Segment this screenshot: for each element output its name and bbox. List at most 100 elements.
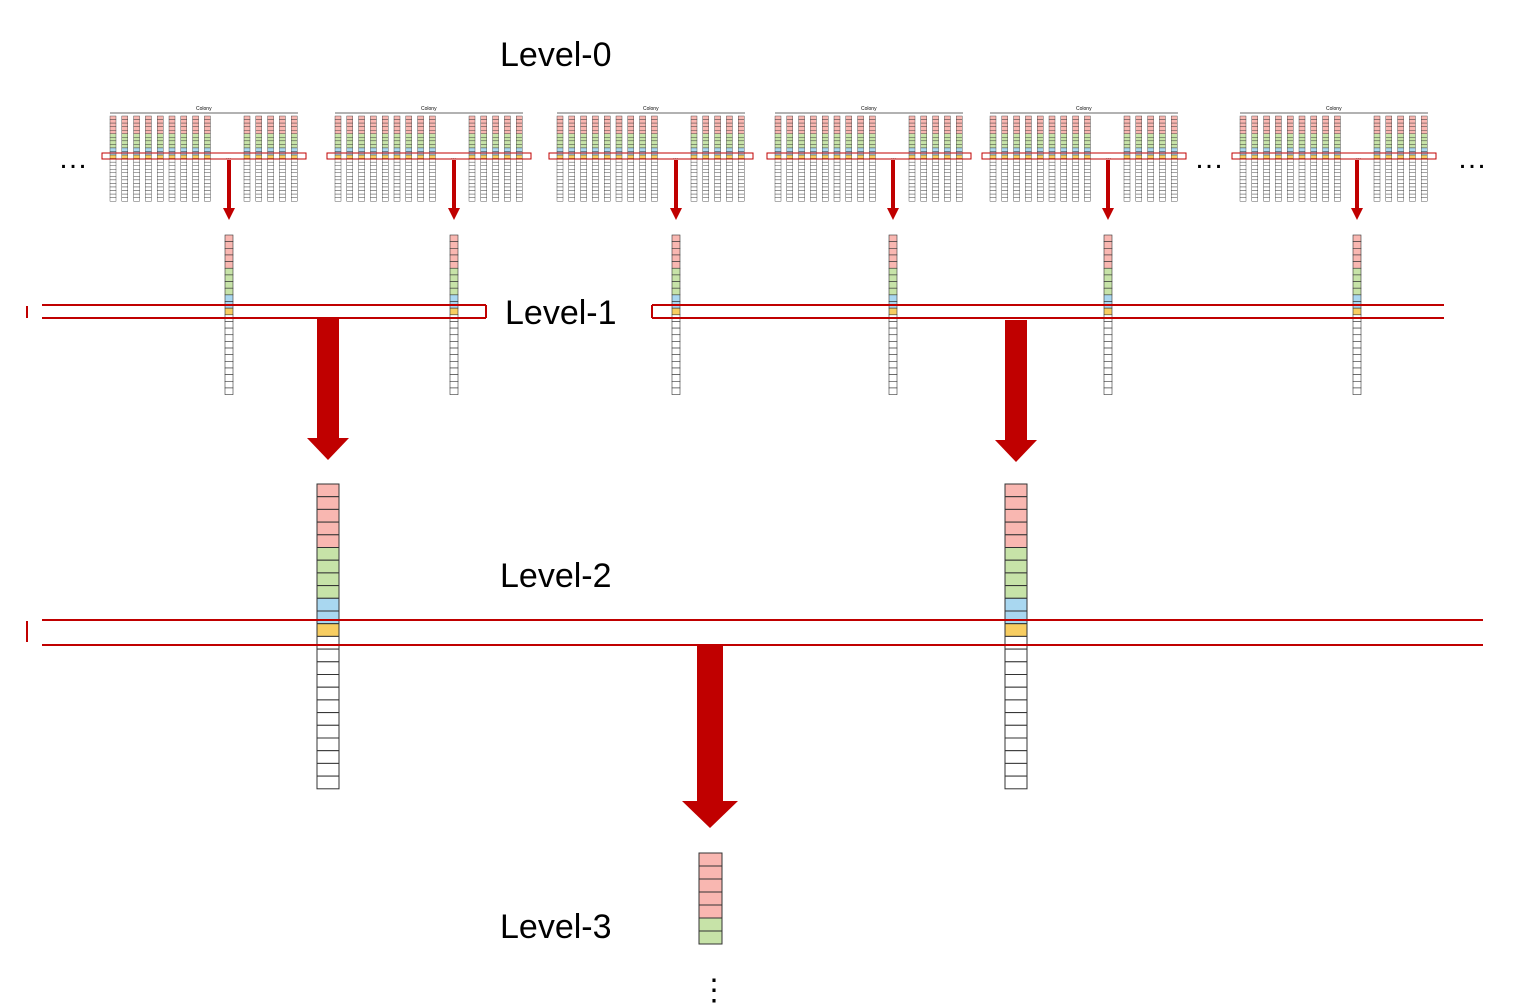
cell (1135, 179, 1143, 184)
cell (580, 186, 587, 191)
cell (857, 137, 864, 142)
cell (1004, 559, 1028, 574)
cell (109, 115, 117, 120)
cell (786, 179, 793, 184)
cell (1013, 176, 1020, 181)
cell (168, 183, 176, 188)
cell (738, 144, 745, 149)
ellipsis-middle: … (1194, 142, 1224, 175)
cell (798, 161, 805, 166)
cell (774, 133, 782, 138)
cell (651, 140, 658, 145)
small-arrow (1351, 160, 1363, 220)
cell (932, 169, 939, 173)
cell (480, 190, 487, 195)
cell (908, 133, 916, 138)
cell (168, 154, 176, 159)
cell (888, 327, 898, 336)
cell (845, 133, 852, 138)
level-1-band-right (651, 304, 1444, 319)
cell (1084, 133, 1091, 138)
level-0-label: Level-0 (500, 36, 612, 74)
cell (382, 179, 389, 184)
cell (417, 176, 424, 181)
cell (726, 179, 733, 184)
cell (393, 169, 401, 173)
cell (1013, 186, 1020, 191)
cell (1159, 119, 1166, 124)
cell (1072, 197, 1079, 202)
cell (1013, 126, 1020, 131)
cell (956, 172, 963, 177)
cell (370, 186, 377, 191)
cell (1036, 126, 1044, 131)
cell (1135, 197, 1143, 202)
cell (1001, 126, 1008, 131)
cell (1060, 129, 1068, 134)
colony-selection-band (981, 152, 1187, 160)
cell (168, 140, 176, 145)
cell (1048, 133, 1056, 138)
cell (1036, 129, 1044, 134)
cell (810, 119, 817, 124)
colony-member-column (1373, 115, 1381, 202)
cell (1352, 274, 1362, 282)
cell (1147, 186, 1154, 191)
cell (1286, 193, 1294, 198)
colony-member-column (516, 115, 523, 202)
cell (989, 126, 997, 131)
cell (1298, 190, 1306, 195)
cell (738, 197, 745, 202)
cell (1275, 197, 1282, 202)
cell (1385, 140, 1393, 145)
cell (168, 129, 176, 134)
cell (243, 147, 251, 152)
cell (690, 137, 698, 142)
cell (932, 183, 939, 188)
cell (989, 133, 997, 138)
cell (1298, 176, 1306, 181)
colony-ellipsis: ... (1106, 155, 1111, 161)
cell (1147, 144, 1154, 149)
cell (393, 129, 401, 134)
cell (267, 122, 274, 127)
cell (1084, 186, 1091, 191)
cell (956, 179, 963, 184)
cell (156, 169, 164, 173)
cell (1135, 161, 1143, 166)
cell (810, 126, 817, 131)
cell (869, 144, 876, 149)
cell (671, 274, 681, 282)
cell (346, 176, 353, 181)
cell (279, 140, 286, 145)
level-1-column (888, 234, 898, 395)
cell (833, 165, 841, 170)
cell (1239, 137, 1247, 142)
cell (370, 119, 377, 124)
cell (568, 179, 575, 184)
cell (1420, 154, 1428, 159)
cell (556, 126, 564, 131)
cell (145, 161, 152, 166)
cell (1334, 133, 1341, 138)
cell (504, 144, 511, 149)
cell (920, 172, 927, 177)
cell (1170, 119, 1178, 124)
cell (1013, 190, 1020, 195)
colony-member-column (382, 115, 389, 202)
cell (192, 193, 199, 198)
cell (944, 183, 951, 188)
cell (568, 137, 575, 142)
cell (1420, 129, 1428, 134)
cell (1275, 129, 1282, 134)
cell (857, 147, 864, 152)
cell (1147, 190, 1154, 195)
cell (316, 572, 340, 587)
colony: Colony... (766, 106, 972, 202)
cell (690, 144, 698, 149)
cell (1123, 197, 1131, 202)
cell (888, 380, 898, 389)
cell (1084, 179, 1091, 184)
colony-member-column (370, 115, 377, 202)
cell (1036, 144, 1044, 149)
